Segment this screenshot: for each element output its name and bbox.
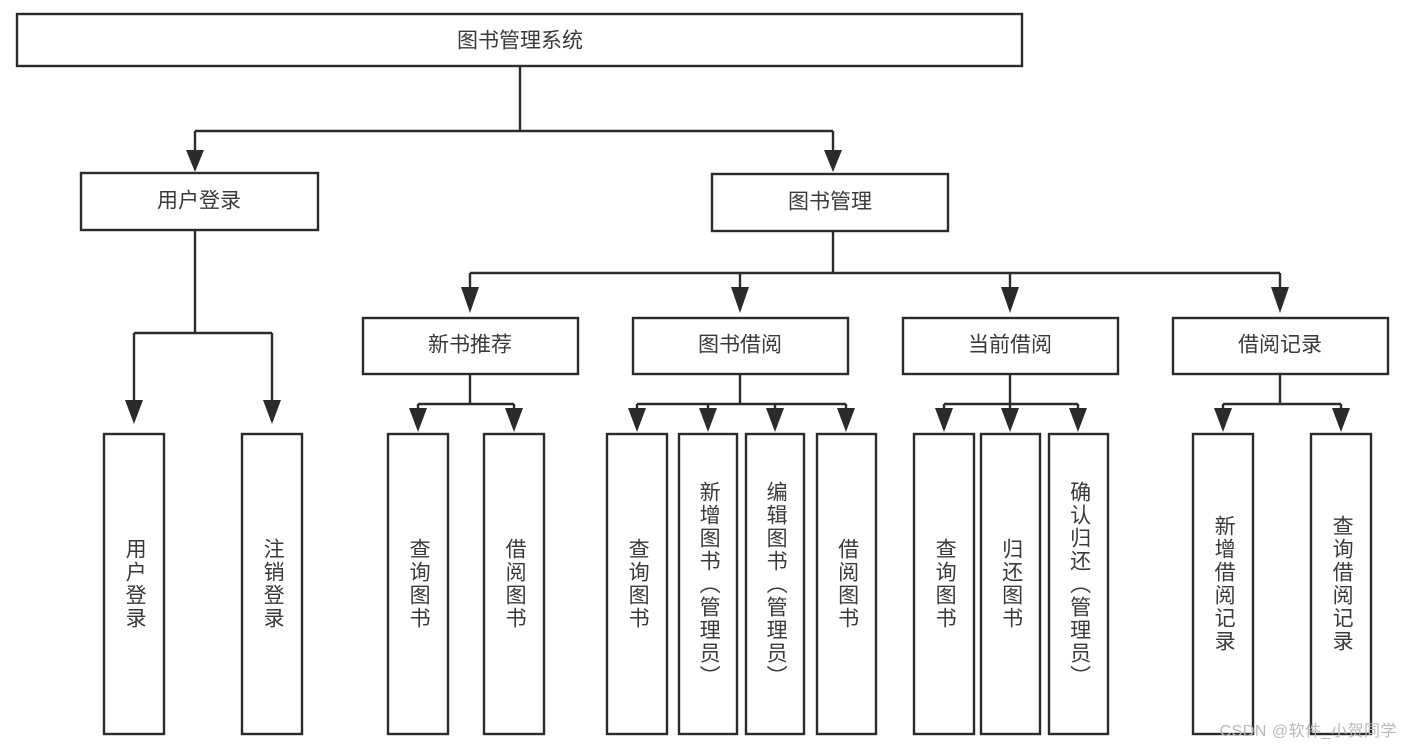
node-root-label: 图书管理系统 [457, 30, 583, 53]
arrowhead-leaf-return-book [1001, 408, 1019, 432]
node-user-login-label: 用户登录 [157, 190, 241, 213]
node-book-borrow[interactable]: 图书借阅 [631, 316, 850, 376]
node-borrow-record[interactable]: 借阅记录 [1171, 316, 1390, 376]
connectors-currentborrow-to-leaves [935, 374, 1087, 432]
node-new-book-recommend-box[interactable] [361, 316, 580, 376]
arrowhead-leaf-edit-book [766, 408, 784, 432]
arrowhead-book-manage [824, 150, 842, 172]
connectors-bookborrow-to-leaves [628, 374, 855, 432]
arrowhead-leaf-borrow-book-2 [837, 408, 855, 432]
arrowhead-leaf-query-book-2 [628, 408, 646, 432]
arrowhead-leaf-add-book [699, 408, 717, 432]
node-book-management-label: 图书管理 [788, 191, 872, 214]
node-user-login[interactable]: 用户登录 [79, 171, 320, 232]
arrowhead-current-borrow [1001, 287, 1019, 313]
watermark-csdn: CSDN @软件_小贺同学 [1219, 723, 1397, 740]
arrowhead-leaf-logout [263, 400, 281, 424]
arrowhead-user-login [186, 150, 204, 172]
leaf-box-add-book[interactable] [677, 432, 739, 736]
node-root[interactable]: 图书管理系统 [15, 12, 1024, 68]
arrowhead-leaf-add-record [1214, 408, 1232, 432]
connector-userlogin-bus [132, 230, 274, 405]
leaf-box-query-book-1[interactable] [386, 432, 450, 736]
node-borrow-record-box[interactable] [1171, 316, 1390, 376]
connectors-borrowrecord-to-leaves [1214, 374, 1350, 432]
node-current-borrow-label: 当前借阅 [968, 334, 1052, 357]
leaf-box-confirm-return[interactable] [1047, 432, 1110, 736]
node-user-login-box[interactable] [79, 171, 320, 232]
arrowhead-leaf-query-book-3 [935, 408, 953, 432]
connector-root-bus [193, 66, 835, 156]
connectors-root-to-level2 [186, 66, 842, 172]
connector-bookborrow-bus [635, 374, 848, 412]
node-book-management-box[interactable] [710, 172, 950, 233]
node-new-book-recommend-label: 新书推荐 [428, 334, 512, 357]
node-borrow-record-label: 借阅记录 [1238, 334, 1322, 357]
arrowhead-book-borrow [731, 287, 749, 313]
node-book-borrow-box[interactable] [631, 316, 850, 376]
leaf-box-logout[interactable] [240, 432, 304, 736]
node-book-borrow-label: 图书借阅 [698, 334, 782, 357]
connector-bookmanage-bus [468, 231, 1282, 291]
connector-newbook-bus [416, 374, 516, 412]
leaf-box-return-book[interactable] [979, 432, 1042, 736]
connectors-bookmanage-to-level3 [461, 231, 1289, 313]
leaf-box-add-record[interactable] [1191, 432, 1255, 736]
arrowhead-leaf-query-record [1332, 408, 1350, 432]
connector-borrowrecord-bus [1221, 374, 1343, 412]
node-current-borrow-box[interactable] [901, 316, 1120, 376]
leaf-box-query-book-3[interactable] [912, 432, 976, 736]
arrowhead-leaf-query-book-1 [409, 408, 427, 432]
arrowhead-new-book-rec [461, 287, 479, 313]
arrowhead-leaf-borrow-book-1 [505, 408, 523, 432]
arrowhead-borrow-record [1271, 287, 1289, 313]
connectors-userlogin-to-leaves [125, 230, 281, 424]
arrowhead-leaf-user-login [125, 400, 143, 424]
connector-currentborrow-bus [942, 374, 1080, 412]
leaf-box-borrow-book-1[interactable] [482, 432, 546, 736]
leaf-box-query-book-2[interactable] [605, 432, 669, 736]
connectors-newbook-to-leaves [409, 374, 523, 432]
node-current-borrow[interactable]: 当前借阅 [901, 316, 1120, 376]
leaf-box-user-login[interactable] [102, 432, 166, 736]
leaf-box-query-record[interactable] [1309, 432, 1373, 736]
leaf-box-edit-book[interactable] [744, 432, 806, 736]
node-root-box[interactable] [15, 12, 1024, 68]
node-new-book-recommend[interactable]: 新书推荐 [361, 316, 580, 376]
node-book-management[interactable]: 图书管理 [710, 172, 950, 233]
arrowhead-leaf-confirm-return [1069, 408, 1087, 432]
leaf-box-borrow-book-2[interactable] [815, 432, 878, 736]
